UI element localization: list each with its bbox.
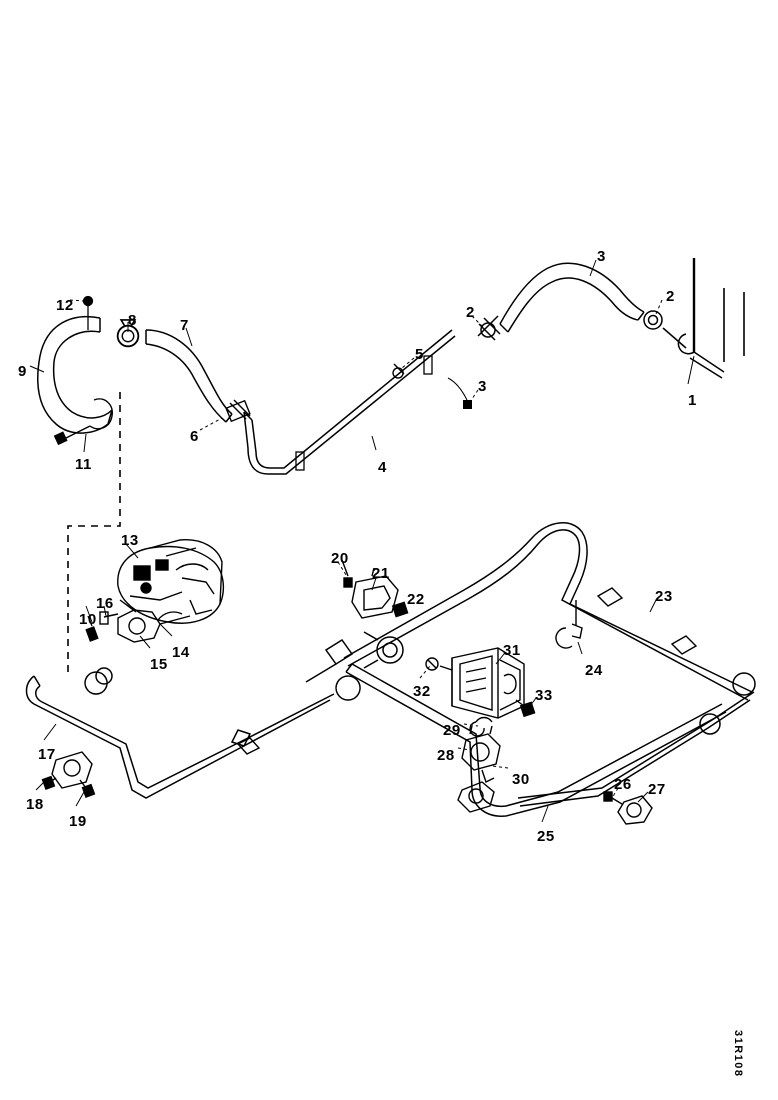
pipe-collar-group: [84, 667, 361, 747]
hose-7-assembly: [145, 329, 233, 423]
callout-19: 19: [69, 813, 87, 830]
callout-28: 28: [437, 747, 455, 764]
callout-20: 20: [331, 550, 349, 567]
hose-9-assembly: [37, 316, 113, 434]
dashed-leader-11: [67, 392, 121, 676]
pipe-26-lower-right-loop: [517, 672, 756, 807]
callout-4: 4: [378, 459, 387, 476]
callout-18: 18: [26, 796, 44, 813]
reference-code-text: 31R108: [732, 1030, 744, 1078]
bolt-10: [85, 615, 99, 642]
callout-27: 27: [648, 781, 666, 798]
callout-16: 16: [96, 595, 114, 612]
callout-14: 14: [172, 644, 190, 661]
callout-2b: 2: [666, 288, 675, 305]
leaders: [29, 259, 695, 823]
valve-28-assembly: [457, 716, 501, 813]
clip-29: [469, 721, 485, 737]
callout-26: 26: [614, 776, 632, 793]
callout-9: 9: [18, 363, 27, 380]
union-2b: [643, 310, 663, 330]
bracket-20-21: [341, 559, 409, 619]
callout-17: 17: [38, 746, 56, 763]
callout-22: 22: [407, 591, 425, 608]
drawing-reference-code: 31R108: [732, 1028, 764, 1094]
clamp-24: [555, 600, 583, 649]
bolt-12: [82, 295, 94, 330]
clamp-18-19: [41, 751, 96, 798]
pipe-17-main: [25, 667, 361, 799]
fitting-1: [662, 258, 745, 379]
hose-3a-assembly: [499, 262, 645, 333]
callout-15: 15: [150, 656, 168, 673]
callout-13: 13: [121, 532, 139, 549]
bracket-11: [53, 398, 113, 446]
callout-10: 10: [79, 611, 97, 628]
pipe-4-main: [243, 329, 456, 475]
connector-6: [225, 399, 251, 423]
connector-22-union: [305, 631, 404, 683]
callout-32: 32: [413, 683, 431, 700]
callout-29: 29: [443, 722, 461, 739]
union-2a: [477, 315, 501, 341]
callout-2a: 2: [466, 304, 475, 321]
callout-21: 21: [372, 565, 390, 582]
callout-11: 11: [75, 456, 92, 473]
callout-6: 6: [190, 428, 199, 445]
callout-31: 31: [503, 642, 521, 659]
bolt-14: [157, 611, 183, 621]
callout-12: 12: [56, 297, 74, 314]
callout-5: 5: [415, 346, 424, 363]
bolt-3b: [447, 377, 472, 409]
callout-30: 30: [512, 771, 530, 788]
clamp-5: [392, 363, 405, 379]
callout-25: 25: [537, 828, 555, 845]
unit-31-assembly: [425, 647, 536, 719]
pipe-23-upper-loop: [343, 522, 753, 701]
callout-3b: 3: [478, 378, 487, 395]
collar-23: [236, 587, 698, 755]
valve-16-15: [99, 609, 191, 643]
callout-3a: 3: [597, 248, 606, 265]
clamp-26-27: [603, 791, 653, 825]
callout-33: 33: [535, 687, 553, 704]
callout-1: 1: [688, 392, 697, 409]
callout-24: 24: [585, 662, 603, 679]
callout-7: 7: [180, 317, 189, 334]
callout-8: 8: [128, 312, 137, 329]
callout-23: 23: [655, 588, 673, 605]
